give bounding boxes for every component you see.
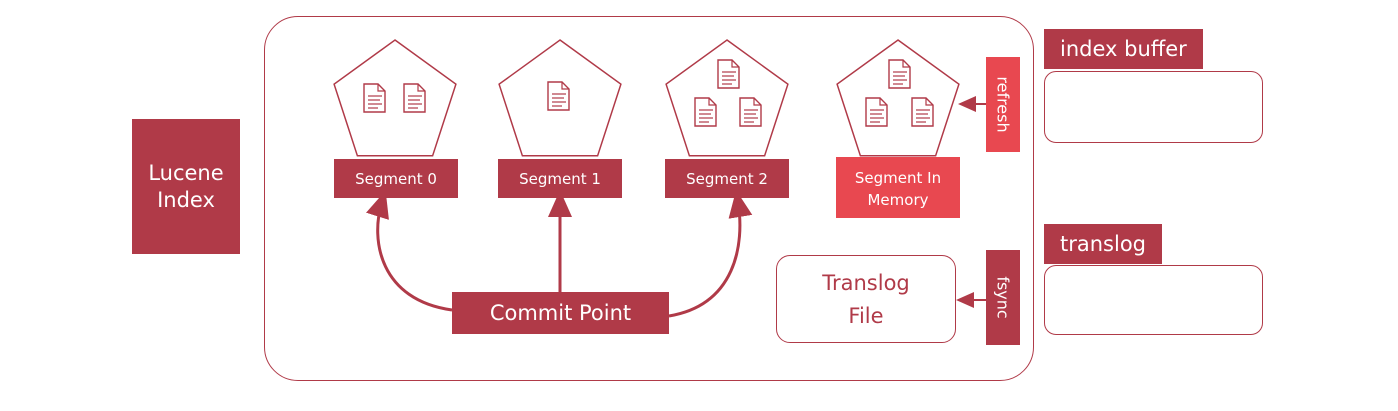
segment-2-doc-icon xyxy=(717,59,740,89)
segment-in-memory-doc-icon xyxy=(865,97,888,127)
segment-2-doc-icon xyxy=(739,97,762,127)
fsync-bar: fsync xyxy=(986,250,1020,345)
commit-to-segment0-arrow xyxy=(366,190,453,312)
segment-0-pentagon xyxy=(333,39,457,157)
commit-point-label: Commit Point xyxy=(452,292,669,334)
segment-in-memory-line1: Segment In xyxy=(854,168,942,187)
lucene-index-label: Lucene Index xyxy=(132,119,240,254)
refresh-bar: refresh xyxy=(986,57,1020,152)
segment-0-doc-icon xyxy=(363,83,386,113)
translog-tag: translog xyxy=(1044,224,1162,264)
segment-in-memory-doc-icon xyxy=(888,59,911,89)
commit-to-segment2-arrow xyxy=(668,190,753,318)
fsync-label: fsync xyxy=(993,276,1013,319)
segment-2-pentagon xyxy=(665,39,789,157)
segment-in-memory-label: Segment In Memory xyxy=(836,157,960,218)
segment-in-memory-pentagon xyxy=(836,39,960,157)
lucene-index-line1: Lucene xyxy=(148,160,224,185)
index-buffer-tag: index buffer xyxy=(1044,29,1203,69)
segment-0-doc-icon xyxy=(403,83,426,113)
index-buffer-box xyxy=(1044,71,1263,143)
translog-file-line2: File xyxy=(848,304,884,328)
translog-box xyxy=(1044,265,1263,335)
translog-file-box: Translog File xyxy=(776,255,956,343)
segment-2-label: Segment 2 xyxy=(665,159,789,198)
lucene-index-line2: Index xyxy=(157,187,215,212)
segment-1-doc-icon xyxy=(547,81,570,111)
segment-1-label: Segment 1 xyxy=(498,159,622,198)
refresh-label: refresh xyxy=(993,76,1013,133)
segment-in-memory-line2: Memory xyxy=(867,190,929,209)
segment-2-doc-icon xyxy=(694,97,717,127)
translog-file-line1: Translog xyxy=(822,271,910,295)
segment-in-memory-doc-icon xyxy=(911,97,934,127)
segment-0-label: Segment 0 xyxy=(334,159,458,198)
